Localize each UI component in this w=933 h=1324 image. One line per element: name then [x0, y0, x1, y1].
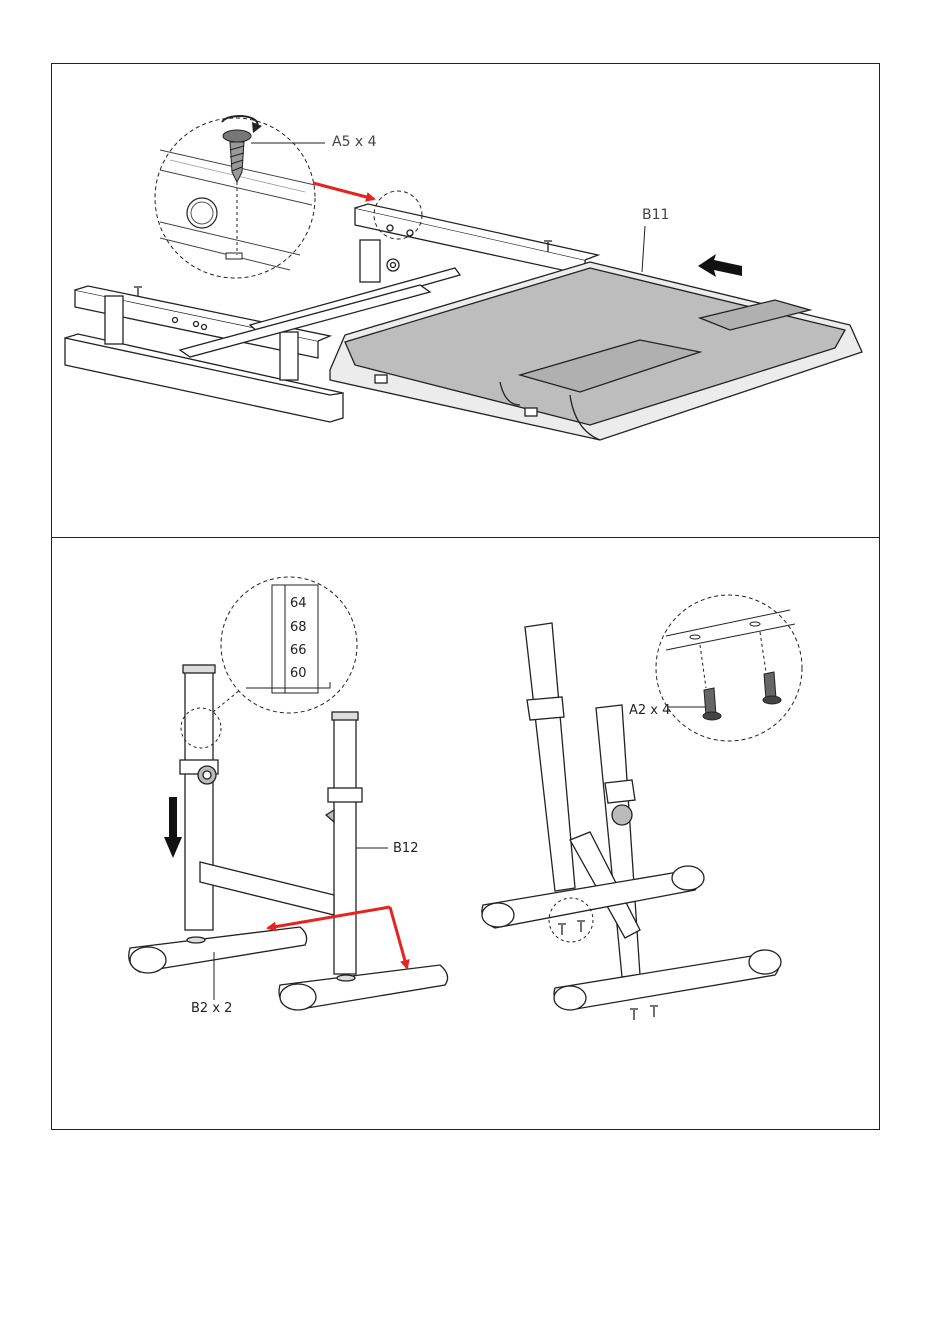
- red-arrow-icon: [313, 183, 374, 199]
- top-frame-left-rail: [65, 286, 343, 422]
- label-a5: A5 x 4: [332, 134, 377, 150]
- height-mark-4: 60: [290, 666, 307, 681]
- label-b11: B11: [642, 207, 669, 223]
- label-a2: A2 x 4: [629, 703, 670, 718]
- screw-detail-zoom: [155, 116, 325, 278]
- label-b12: B12: [393, 841, 418, 856]
- down-arrow-icon: [164, 797, 182, 858]
- height-mark-2: 68: [290, 620, 307, 635]
- a2-screw-zoom: [656, 595, 802, 741]
- height-mark-3: 66: [290, 643, 307, 658]
- push-arrow-icon: [698, 254, 742, 277]
- label-b2: B2 x 2: [191, 1001, 232, 1016]
- height-mark-1: 64: [290, 596, 307, 611]
- red-arrow-icon-right: [390, 907, 407, 968]
